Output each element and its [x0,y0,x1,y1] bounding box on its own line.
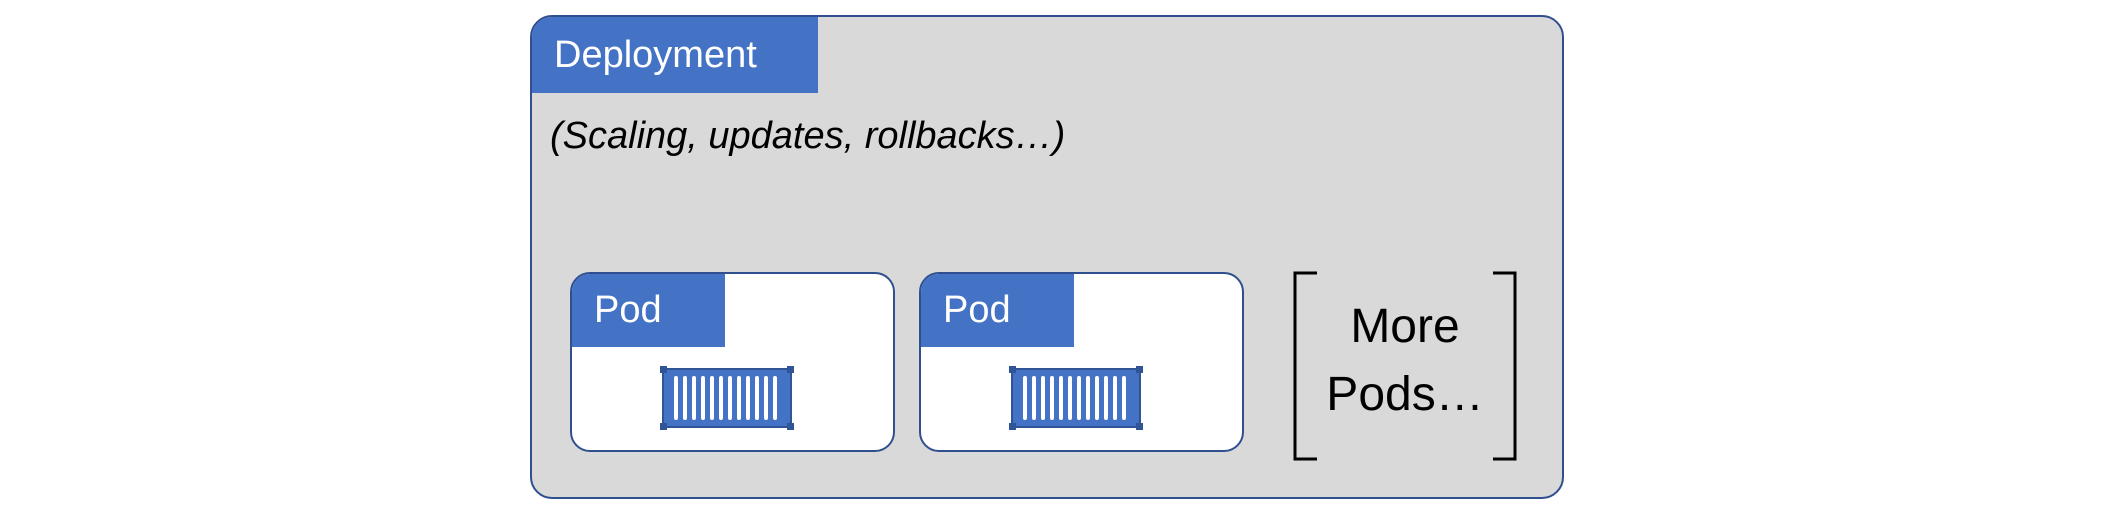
pod-label: Pod [572,274,725,347]
shipping-container-icon [1009,366,1143,430]
deployment-subtitle: (Scaling, updates, rollbacks…) [550,115,1066,157]
more-pods-line1: More [1350,300,1460,353]
pod-label: Pod [921,274,1074,347]
pod-box: Pod [919,272,1244,452]
pod-box: Pod [570,272,895,452]
more-pods-line2: Pods… [1326,368,1484,421]
deployment-title: Deployment [532,17,818,93]
more-pods-group: More Pods… [1291,271,1519,461]
bracket-icon [1293,271,1517,461]
more-pods-label: More Pods… [1291,293,1519,429]
shipping-container-icon [660,366,794,430]
deployment-box: Deployment (Scaling, updates, rollbacks…… [530,15,1564,499]
